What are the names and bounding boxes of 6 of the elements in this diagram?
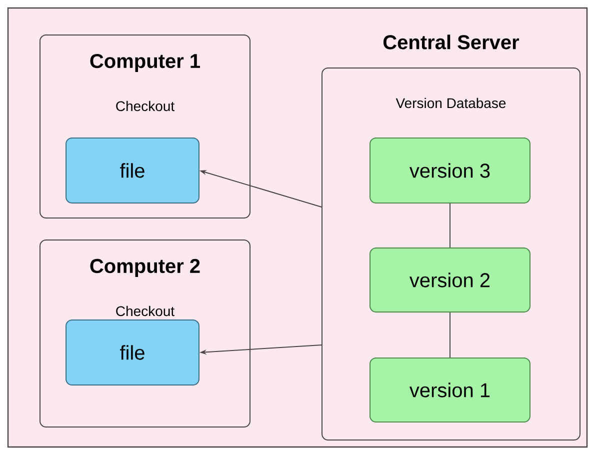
version-box: version 3 xyxy=(370,138,530,204)
version-box: version 2 xyxy=(370,247,530,312)
file-box: file xyxy=(66,320,200,386)
version-box: version 1 xyxy=(370,357,530,422)
file-box: file xyxy=(66,138,200,204)
node-label: Central Server xyxy=(383,34,520,50)
